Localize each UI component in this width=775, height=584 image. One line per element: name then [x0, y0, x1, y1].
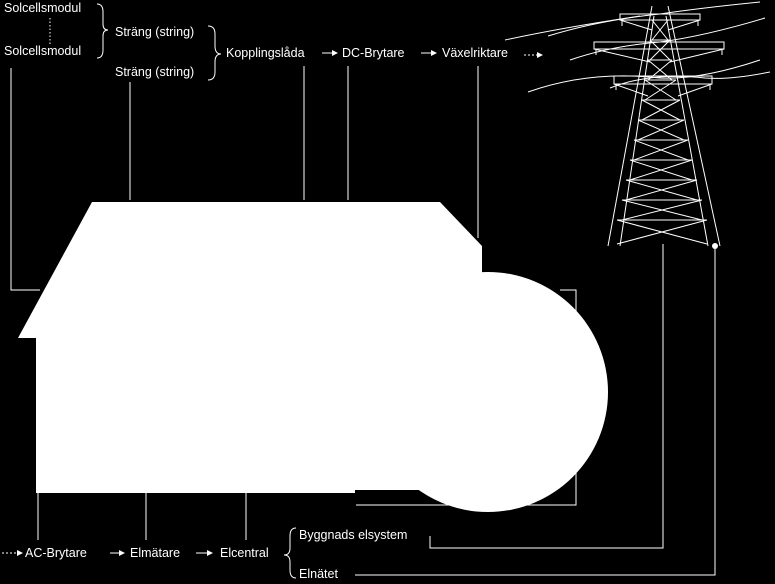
arrow-6	[207, 550, 213, 556]
wire-5	[609, 71, 771, 89]
junction-box-label: Kopplingslåda	[226, 46, 305, 60]
output-brace	[283, 527, 297, 579]
module-label-b: Solcellsmodul	[4, 44, 82, 58]
building-feed-line	[429, 244, 664, 549]
string-label-a: Sträng (string)	[115, 25, 195, 39]
building-system-label: Byggnads elsystem	[299, 528, 408, 542]
string-brace	[207, 25, 222, 81]
arrow-1	[332, 50, 338, 56]
string-label-b: Sträng (string)	[115, 65, 195, 79]
inverter-circle	[368, 272, 608, 512]
power-tower	[593, 5, 725, 247]
tower-node	[712, 243, 718, 249]
arrow-4	[17, 550, 23, 556]
arrow-2	[431, 50, 437, 56]
panel-label: Elcentral	[220, 546, 269, 560]
module-line	[10, 68, 40, 291]
dc-switch-label: DC-Brytare	[342, 46, 405, 60]
house-shape	[18, 202, 482, 493]
grid-feed-line	[355, 246, 716, 576]
module-label-a: Solcellsmodul	[4, 1, 82, 15]
grid-label: Elnätet	[299, 567, 338, 581]
wire-4	[504, 15, 641, 41]
arrow-5	[119, 550, 125, 556]
inverter-label: Växelriktare	[442, 46, 508, 60]
arrow-3	[537, 52, 543, 58]
wire-3	[527, 59, 761, 93]
ac-switch-label: AC-Brytare	[25, 546, 87, 560]
meter-label: Elmätare	[130, 546, 181, 560]
module-brace	[96, 3, 109, 59]
